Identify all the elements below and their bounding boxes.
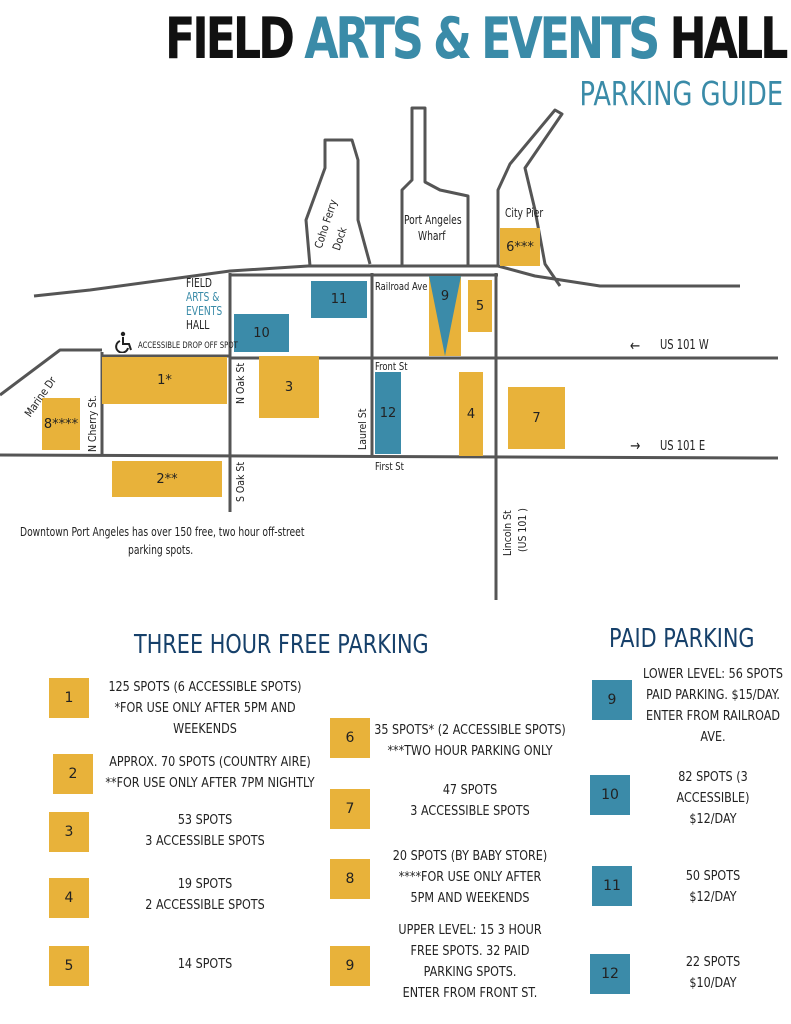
us-101-w-label: US 101 W	[660, 338, 709, 353]
free-item-2-badge: 2	[53, 754, 93, 794]
us-101-w-arrow: ←	[630, 336, 641, 355]
n-cherry-st-label: N Cherry St.	[86, 395, 99, 452]
wheelchair-icon	[115, 331, 132, 353]
free-item-6-badge: 6	[330, 718, 370, 758]
lot-4[interactable]: 4	[459, 372, 483, 456]
title-field: FIELD	[164, 6, 295, 72]
paid-item-9-badge: 9	[592, 680, 632, 720]
port-angeles-wharf-outline	[400, 106, 470, 266]
lot-6[interactable]: 6***	[500, 228, 540, 266]
title-hall: HALL	[669, 6, 788, 72]
free-parking-heading: THREE HOUR FREE PARKING	[134, 630, 429, 660]
lot-10[interactable]: 10	[234, 314, 289, 352]
laurel-st-label: Laurel St	[356, 408, 369, 450]
venue-label-3: EVENTS	[186, 304, 223, 318]
lot-3[interactable]: 3	[259, 356, 319, 418]
free-item-5-desc: 14 SPOTS	[177, 957, 233, 972]
paid-item-10-badge: 10	[590, 775, 630, 815]
lot-11[interactable]: 11	[311, 281, 367, 318]
paid-item-12-desc: 22 SPOTS $10/DAY	[685, 955, 741, 991]
paid-parking-heading: PAID PARKING	[609, 624, 755, 654]
wharf-label: Wharf	[418, 229, 446, 243]
free-item-3-desc: 53 SPOTS 3 ACCESSIBLE SPOTS	[145, 813, 265, 849]
us-101-e-label: US 101 E	[660, 439, 706, 454]
front-st-label: Front St	[375, 360, 408, 373]
free-item-8-badge: 8	[330, 859, 370, 899]
free-item-8-desc: 20 SPOTS (BY BABY STORE) ****FOR USE ONL…	[392, 849, 548, 906]
paid-item-9-desc: LOWER LEVEL: 56 SPOTS PAID PARKING. $15/…	[643, 667, 783, 745]
n-oak-st-label: N Oak St	[234, 362, 247, 404]
free-item-7-badge: 7	[330, 789, 370, 829]
venue-label-4: HALL	[186, 318, 210, 332]
free-item-4-badge: 4	[49, 878, 89, 918]
free-item-9-badge: 9	[330, 946, 370, 986]
s-oak-st-label: S Oak St	[234, 462, 247, 502]
free-item-9-desc: UPPER LEVEL: 15 3 HOUR FREE SPOTS. 32 PA…	[398, 923, 542, 1001]
free-parking-note-line2: parking spots.	[128, 543, 194, 557]
venue-label-2: ARTS &	[186, 290, 220, 304]
title-arts-events: ARTS & EVENTS	[303, 6, 660, 72]
coho-ferry-dock-outline	[304, 138, 372, 267]
page-title: FIELD ARTS & EVENTS HALL	[164, 2, 788, 76]
port-angeles-label: Port Angeles	[404, 213, 462, 227]
street-map	[0, 106, 779, 600]
paid-item-10-desc: 82 SPOTS (3 ACCESSIBLE) $12/DAY	[676, 770, 750, 827]
lincoln-us101-label: (US 101 )	[516, 508, 529, 552]
free-item-3-badge: 3	[49, 812, 89, 852]
paid-item-12-badge: 12	[590, 954, 630, 994]
street-marine-dr	[0, 348, 102, 397]
page-subtitle: PARKING GUIDE	[579, 74, 783, 113]
venue-label-1: FIELD	[186, 276, 212, 290]
free-item-1-desc: 125 SPOTS (6 ACCESSIBLE SPOTS) *FOR USE …	[108, 680, 302, 737]
lot-2[interactable]: 2**	[112, 461, 222, 497]
accessible-drop-off-label: ACCESSIBLE DROP OFF SPOT	[138, 341, 238, 351]
street-first	[0, 453, 779, 460]
railroad-ave-label: Railroad Ave	[375, 280, 428, 293]
city-pier-outline	[496, 108, 564, 287]
first-st-label: First St	[375, 460, 404, 473]
free-item-2-desc: APPROX. 70 SPOTS (COUNTRY AIRE) **FOR US…	[105, 755, 315, 791]
lot-8[interactable]: 8****	[42, 398, 80, 450]
lot-1[interactable]: 1*	[102, 357, 227, 404]
lincoln-st-label: Lincoln St	[501, 510, 514, 556]
lot-12[interactable]: 12	[375, 372, 401, 454]
us-101-e-arrow: →	[630, 436, 641, 455]
free-item-4-desc: 19 SPOTS 2 ACCESSIBLE SPOTS	[145, 877, 265, 913]
lot-9-label: 9	[440, 288, 450, 304]
free-item-1-badge: 1	[49, 678, 89, 718]
city-pier-label: City Pier	[505, 206, 544, 220]
paid-item-11-desc: 50 SPOTS $12/DAY	[685, 869, 741, 905]
free-item-6-desc: 35 SPOTS* (2 ACCESSIBLE SPOTS) ***TWO HO…	[374, 723, 566, 759]
paid-item-11-badge: 11	[592, 866, 632, 906]
lot-9-paid-wedge	[429, 276, 461, 356]
lot-7[interactable]: 7	[508, 387, 565, 449]
lot-5[interactable]: 5	[468, 280, 492, 332]
free-item-5-badge: 5	[49, 946, 89, 986]
free-parking-note-line1: Downtown Port Angeles has over 150 free,…	[20, 525, 305, 539]
free-item-7-desc: 47 SPOTS 3 ACCESSIBLE SPOTS	[410, 783, 530, 819]
